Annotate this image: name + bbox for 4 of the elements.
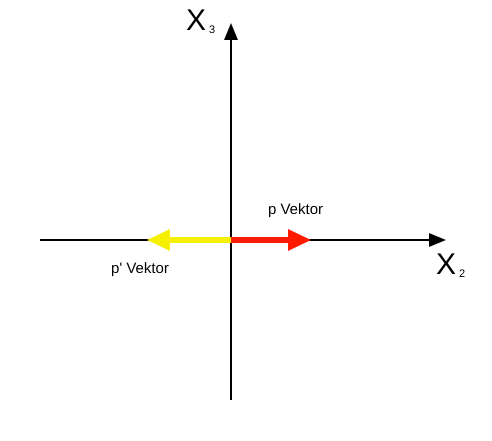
axis-label: X$_{3}$ [186,6,216,36]
vector-label: p Vektor [268,202,324,217]
vector-label: p' Vektor [111,261,169,276]
axis-label: X$_{2}$ [436,250,466,280]
